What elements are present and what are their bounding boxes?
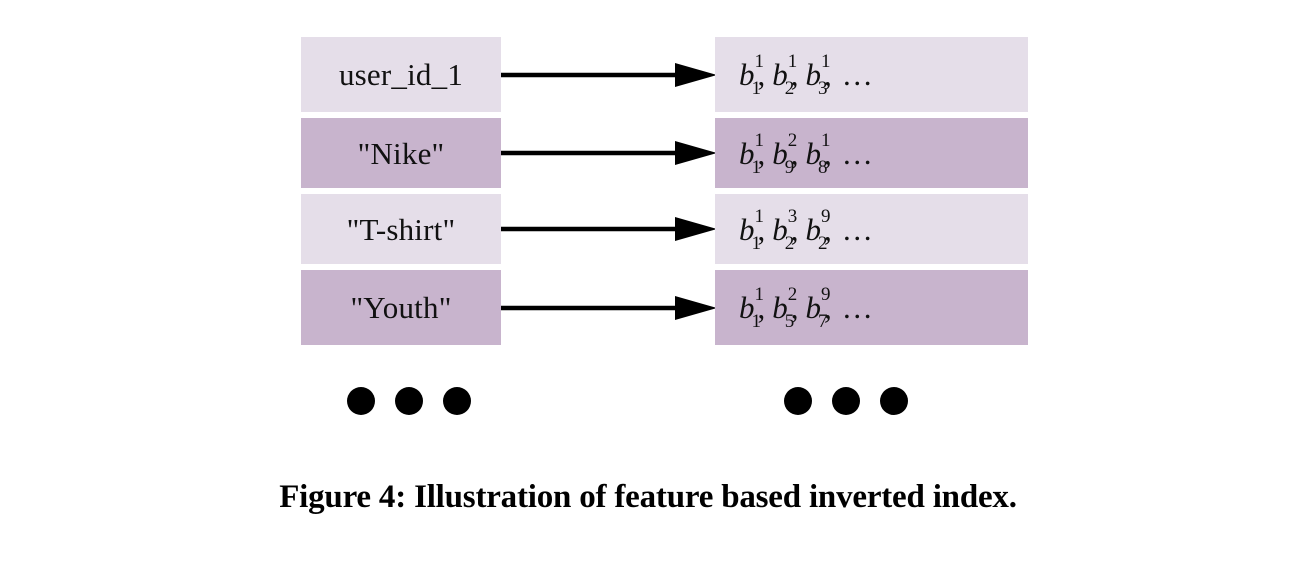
posting-term-subscript: 1	[751, 78, 762, 99]
posting-term-base: b	[739, 135, 755, 171]
mapping-arrow-icon	[501, 62, 717, 87]
posting-term-subscript: 1	[751, 311, 762, 332]
posting-term-superscript: 9	[821, 284, 831, 305]
posting-term-subscript: 1	[751, 232, 762, 254]
posting-term-base: b	[772, 290, 788, 325]
posting-term-subscript: 3	[818, 78, 828, 99]
posting-ellipsis: …	[841, 211, 876, 247]
posting-term-subscript: 8	[818, 156, 828, 178]
figure-caption: Figure 4: Illustration of feature based …	[279, 479, 1017, 515]
left-column-continuation-dots	[347, 386, 471, 416]
posting-term-superscript: 1	[754, 205, 765, 227]
posting-term-superscript: 1	[754, 129, 765, 151]
posting-term-base: b	[805, 57, 822, 92]
posting-term-subscript: 7	[818, 311, 828, 332]
posting-ellipsis: …	[841, 135, 876, 171]
posting-ellipsis: …	[841, 57, 876, 92]
feature-key-box: "Nike"	[301, 118, 501, 188]
posting-separator: ,	[790, 57, 799, 92]
posting-term-base: b	[772, 57, 788, 92]
posting-term-base: b	[739, 57, 755, 92]
feature-key-box: "T-shirt"	[301, 194, 501, 264]
posting-term-superscript: 1	[787, 51, 798, 72]
posting-term-base: b	[772, 211, 788, 247]
posting-term-base: b	[772, 135, 788, 171]
posting-separator: ,	[757, 135, 766, 171]
posting-separator: ,	[757, 211, 766, 247]
posting-term-base: b	[739, 290, 755, 325]
posting-term-subscript: 1	[751, 156, 762, 178]
posting-term-superscript: 2	[787, 284, 798, 305]
feature-key-label: "Youth"	[350, 290, 452, 325]
mapping-arrow-icon	[501, 141, 717, 165]
posting-separator: ,	[824, 57, 832, 92]
mapping-arrow-icon	[501, 217, 717, 241]
posting-term-base: b	[805, 211, 822, 247]
posting-term-superscript: 1	[821, 129, 831, 151]
posting-term-superscript: 1	[821, 51, 831, 72]
continuation-dot	[395, 387, 423, 415]
feature-key-box: user_id_1	[301, 37, 501, 112]
posting-ellipsis: …	[841, 290, 876, 325]
posting-term-subscript: 2	[818, 232, 828, 254]
posting-separator: ,	[824, 135, 832, 171]
posting-separator: ,	[757, 57, 766, 92]
right-column-continuation-dots	[784, 386, 908, 416]
posting-separator: ,	[824, 290, 832, 325]
continuation-dot	[832, 387, 860, 415]
feature-key-label: "T-shirt"	[346, 211, 456, 247]
posting-term-superscript: 1	[754, 284, 765, 305]
feature-key-label: user_id_1	[338, 57, 464, 92]
continuation-dot	[784, 387, 812, 415]
posting-term-superscript: 3	[787, 205, 798, 227]
posting-term-superscript: 9	[821, 205, 831, 227]
posting-term-subscript: 5	[784, 311, 795, 332]
posting-separator: ,	[790, 290, 799, 325]
posting-term-base: b	[739, 211, 755, 247]
posting-separator: ,	[757, 290, 766, 325]
continuation-dot	[880, 387, 908, 415]
posting-term-superscript: 1	[754, 51, 765, 72]
continuation-dot	[443, 387, 471, 415]
posting-term-superscript: 2	[787, 129, 798, 151]
posting-separator: ,	[790, 135, 799, 171]
feature-key-label: "Nike"	[357, 135, 445, 171]
posting-term-subscript: 2	[784, 232, 795, 254]
posting-term-subscript: 2	[784, 78, 795, 99]
posting-term-base: b	[805, 135, 822, 171]
posting-separator: ,	[824, 211, 832, 247]
mapping-arrow-icon	[501, 295, 717, 320]
posting-term-base: b	[805, 290, 822, 325]
continuation-dot	[347, 387, 375, 415]
posting-separator: ,	[790, 211, 799, 247]
feature-key-box: "Youth"	[301, 270, 501, 345]
posting-term-subscript: 9	[784, 156, 795, 178]
